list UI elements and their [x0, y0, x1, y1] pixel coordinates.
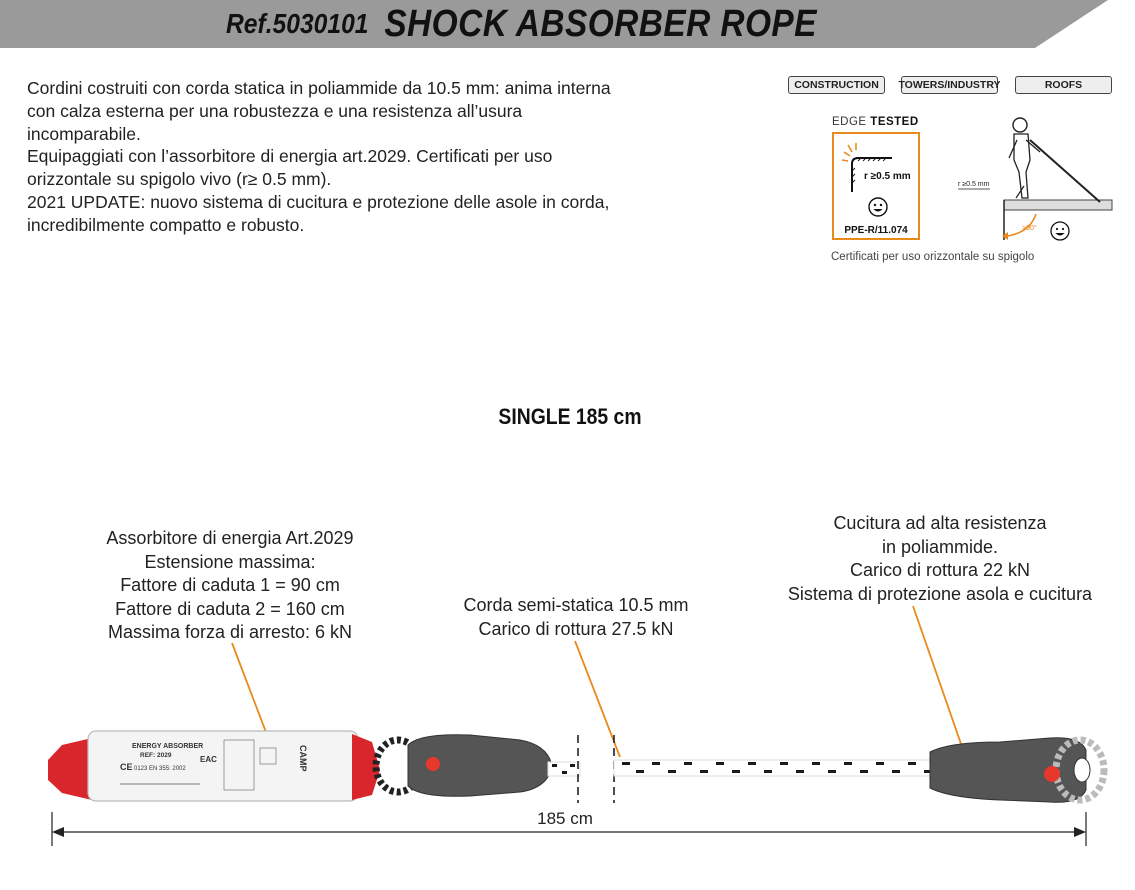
edge-tested-title: EDGE TESTED	[832, 116, 919, 128]
absorber-red-cap-right	[352, 734, 380, 800]
rope-segment	[613, 759, 941, 777]
absorber-brand: CAMP	[298, 745, 308, 772]
absorber-eac-mark: EAC	[200, 755, 217, 764]
tag-towers-industry: TOWERS/INDUSTRY	[898, 76, 1001, 94]
product-description: Cordini costruiti con corda statica in p…	[27, 77, 627, 237]
rope-pattern	[622, 762, 932, 773]
description-paragraph: 2021 UPDATE: nuovo sistema di cucitura e…	[27, 191, 610, 235]
note-line: Estensione massima:	[144, 551, 316, 572]
description-paragraph: Equipaggiati con l’assorbitore di energi…	[27, 146, 553, 190]
note-line: Cucitura ad alta resistenza	[833, 513, 1047, 533]
edge-standard-label: PPE-R/11.074	[844, 225, 908, 236]
edge-title-bold: TESTED	[870, 116, 919, 128]
note-line: Carico di rottura 22 kN	[849, 560, 1031, 580]
note-line: Fattore di caduta 1 = 90 cm	[120, 575, 340, 595]
tag-construction: CONSTRUCTION	[788, 76, 885, 94]
header-banner	[0, 0, 1135, 48]
absorber-label-ref: REF: 2029	[140, 752, 172, 759]
right-termination	[929, 737, 1087, 803]
note-line: Fattore di caduta 2 = 160 cm	[115, 598, 345, 619]
product-ref: Ref.5030101	[226, 8, 369, 39]
note-line: Massima forza di arresto: 6 kN	[107, 622, 353, 642]
note-line: Carico di rottura 27.5 kN	[478, 618, 674, 639]
stitching-note: Cucitura ad alta resistenza in poliammid…	[760, 512, 1120, 606]
right-termination-dot	[1044, 766, 1060, 782]
product-name: SHOCK ABSORBER ROPE	[384, 2, 817, 45]
dimension-label: 185 cm	[537, 809, 593, 828]
absorber-label-title: ENERGY ABSORBER	[132, 743, 203, 750]
tag-roofs: ROOFS	[1015, 76, 1112, 94]
edge-tested-badge: r ≥0.5 mm PPE-R/11.074	[832, 132, 920, 240]
rope-leader-line	[574, 640, 621, 758]
page-title: Ref.5030101 SHOCK ABSORBER ROPE	[226, 0, 817, 48]
absorber-label-standard: 0123 EN 355: 2002	[134, 766, 186, 772]
note-line: Corda semi-statica 10.5 mm	[463, 595, 689, 615]
description-paragraph: Cordini costruiti con corda statica in p…	[27, 78, 611, 144]
edge-certification-caption: Certificati per uso orizzontale su spigo…	[831, 251, 1035, 263]
note-line: Sistema di protezione asola e cucitura	[787, 583, 1093, 604]
note-line: Assorbitore di energia Art.2029	[106, 528, 354, 548]
stitching-leader-line	[912, 605, 969, 765]
rope-note: Corda semi-statica 10.5 mm Carico di rot…	[436, 594, 716, 641]
absorber-ce-mark: CE	[120, 762, 133, 772]
model-label: SINGLE 185 cm	[498, 404, 642, 429]
banner-shape	[0, 0, 1108, 48]
left-termination-dot	[426, 757, 440, 771]
edge-icon	[841, 143, 892, 217]
absorber-note: Assorbitore di energia Art.2029 Estensio…	[80, 527, 380, 645]
absorber-red-cap-left	[48, 738, 92, 800]
note-line: in poliammide.	[881, 536, 999, 557]
edge-title-prefix: EDGE	[832, 116, 867, 128]
edge-radius-label: r ≥0.5 mm	[864, 171, 911, 182]
